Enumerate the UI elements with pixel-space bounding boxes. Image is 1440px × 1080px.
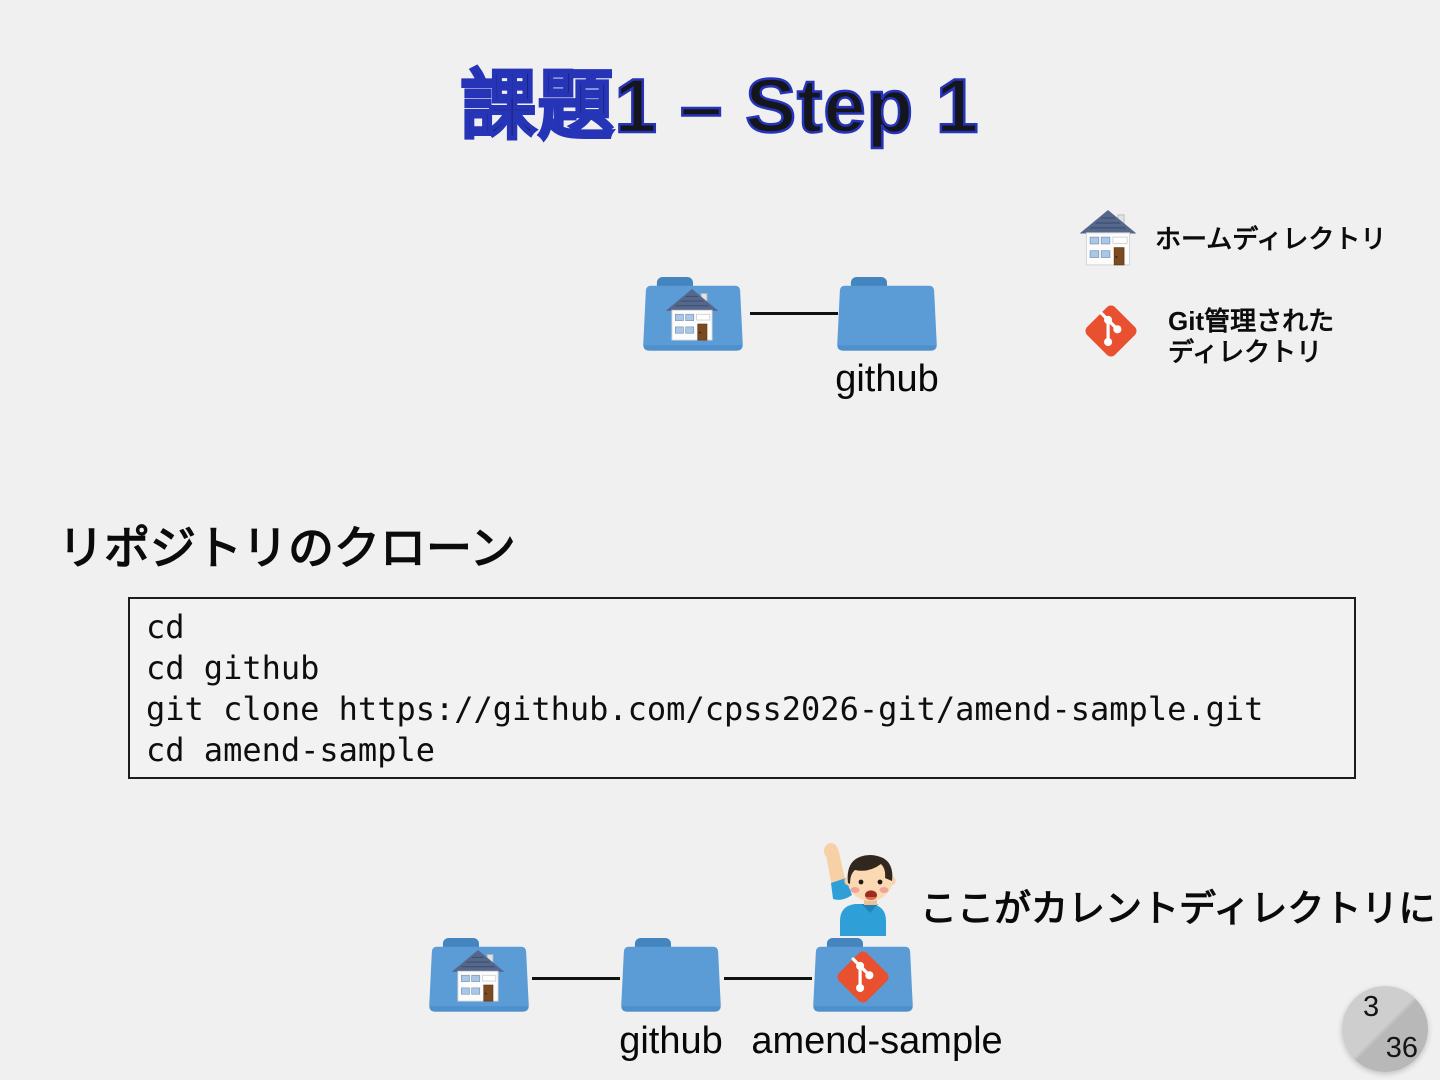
section-heading: リポジトリのクローン (58, 522, 516, 574)
home-folder-top (642, 275, 744, 355)
github-folder-top (836, 275, 938, 355)
house-icon (1076, 210, 1140, 268)
code-line: cd github (146, 649, 320, 687)
callout-current-directory: ここがカレントディレクトリに (920, 888, 1436, 929)
page-current: 3 (1363, 991, 1380, 1023)
legend-git-label: Git管理された ディレクトリ (1168, 306, 1334, 368)
connector-line (750, 312, 838, 315)
code-block: cd cd github git clone https://github.co… (128, 597, 1356, 779)
code-line: git clone https://github.com/cpss2026-gi… (146, 690, 1264, 728)
legend-git-label-line1: Git管理された (1168, 306, 1335, 336)
house-icon (663, 289, 721, 343)
github-folder-label: github (835, 358, 939, 400)
folder-icon (836, 275, 938, 355)
github-folder-bottom (620, 936, 722, 1016)
git-icon (1082, 302, 1140, 360)
page-number-badge: 3 36 (1342, 986, 1428, 1072)
home-folder-bottom (428, 936, 530, 1016)
connector-line (724, 977, 812, 980)
house-icon (449, 950, 507, 1004)
folder-icon (620, 936, 722, 1016)
github-folder-label: github (619, 1020, 723, 1062)
boy-raising-hand-icon (814, 842, 910, 936)
code-line: cd amend-sample (146, 731, 435, 769)
amend-sample-folder (812, 936, 914, 1016)
connector-line (532, 977, 620, 980)
git-icon (834, 947, 892, 1007)
page-title: 課題1 – Step 1 (459, 63, 980, 151)
page-total: 36 (1385, 1032, 1418, 1064)
amend-sample-folder-label: amend-sample (751, 1020, 1003, 1062)
code-line: cd (146, 608, 185, 646)
legend-git-label-line2: ディレクトリ (1168, 337, 1323, 367)
legend-home-label: ホームディレクトリ (1155, 224, 1387, 254)
